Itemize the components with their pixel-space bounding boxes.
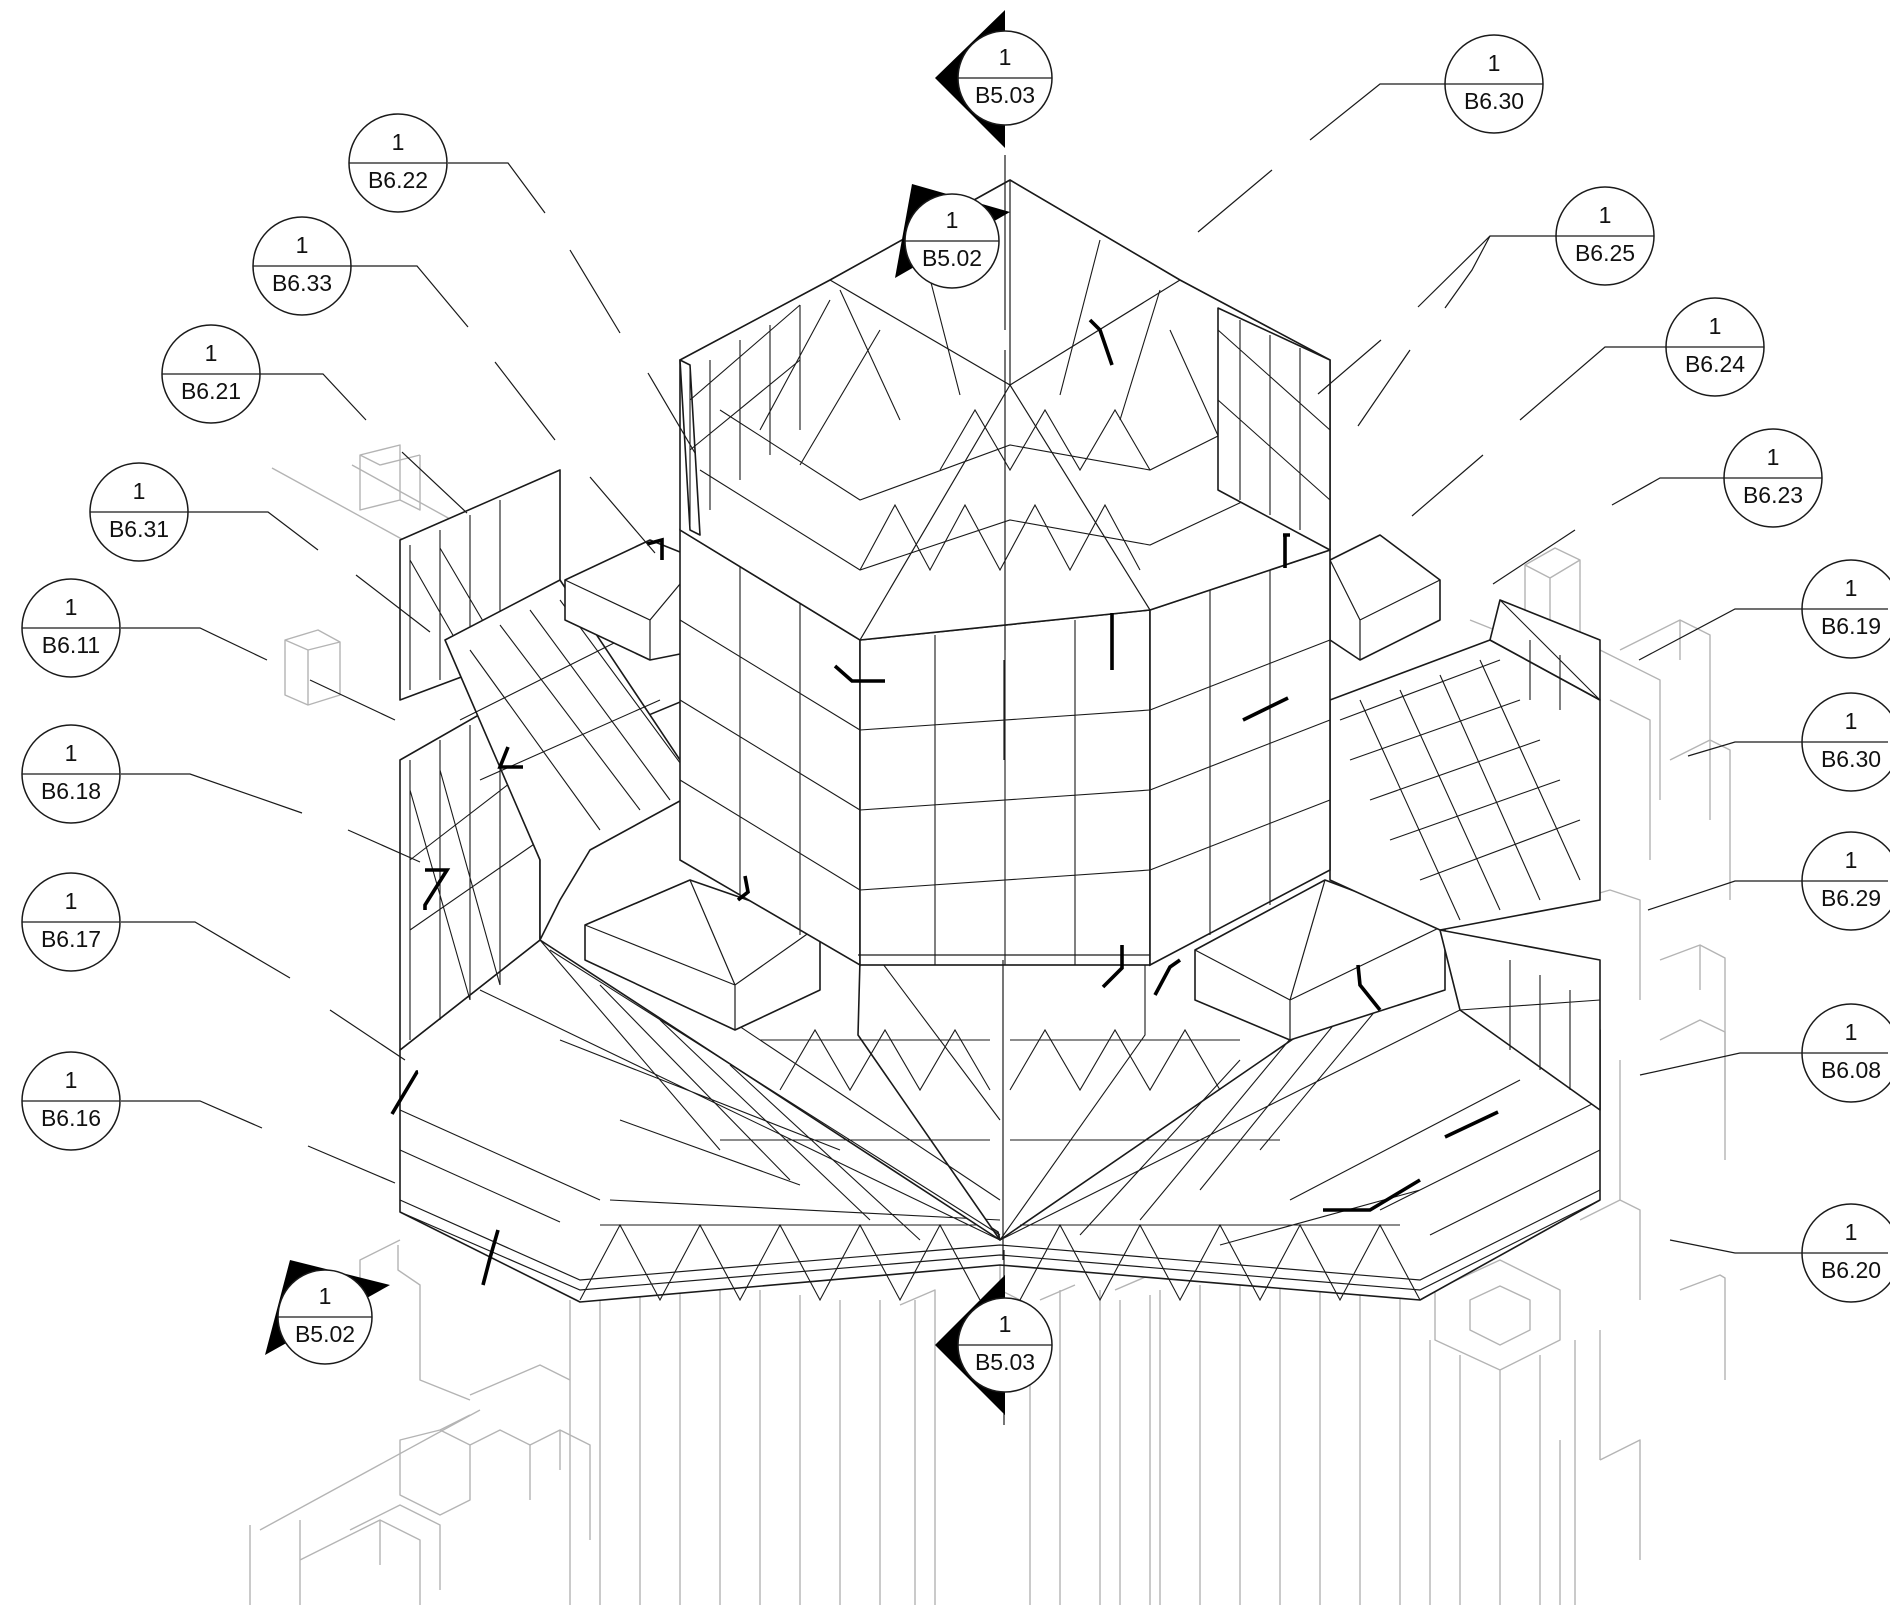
leader-lines xyxy=(121,83,1802,1254)
callout-sheet: B6.21 xyxy=(181,378,241,404)
callout-number: 1 xyxy=(1488,50,1501,76)
callout-number: 1 xyxy=(65,740,78,766)
front-left-pyramid-roof xyxy=(584,879,821,1031)
callout-number: 1 xyxy=(392,129,405,155)
callout-b6-22[interactable]: 1 B6.22 xyxy=(348,113,448,213)
callout-number: 1 xyxy=(65,1067,78,1093)
callout-number: 1 xyxy=(296,232,309,258)
callout-number: 1 xyxy=(1845,708,1858,734)
callout-sheet: B6.29 xyxy=(1821,885,1881,911)
section-b5-02-bottom[interactable]: 1 B5.02 xyxy=(265,1260,390,1365)
callout-b6-30-right[interactable]: 1 B6.30 xyxy=(1801,692,1890,792)
callout-sheet: B6.17 xyxy=(41,926,101,952)
right-lower-wing xyxy=(1329,599,1601,1111)
callout-b6-29[interactable]: 1 B6.29 xyxy=(1801,831,1890,931)
callout-sheet: B6.18 xyxy=(41,778,101,804)
callout-b6-11[interactable]: 1 B6.11 xyxy=(21,578,121,678)
back-right-pyramid-roof xyxy=(1329,534,1441,661)
left-lower-wing xyxy=(399,469,701,1051)
callout-number: 1 xyxy=(133,478,146,504)
callout-b6-30-top[interactable]: 1 B6.30 xyxy=(1444,34,1544,134)
callout-b6-17[interactable]: 1 B6.17 xyxy=(21,872,121,972)
callout-sheet: B6.23 xyxy=(1743,482,1803,508)
callout-b6-25[interactable]: 1 B6.25 xyxy=(1555,186,1655,286)
callout-number: 1 xyxy=(1845,847,1858,873)
callout-sheet: B6.16 xyxy=(41,1105,101,1131)
callout-sheet: B6.31 xyxy=(109,516,169,542)
section-sheet: B5.03 xyxy=(975,82,1035,108)
callout-number: 1 xyxy=(65,888,78,914)
section-sheet: B5.02 xyxy=(922,245,982,271)
callout-number: 1 xyxy=(205,340,218,366)
callout-number: 1 xyxy=(1709,313,1722,339)
callout-number: 1 xyxy=(1845,1219,1858,1245)
section-b5-03-top[interactable]: 1 B5.03 xyxy=(935,10,1053,148)
callout-number: 1 xyxy=(1845,575,1858,601)
callout-sheet: B6.20 xyxy=(1821,1257,1881,1283)
section-b5-02-top[interactable]: 1 B5.02 xyxy=(895,184,1010,289)
callout-sheet: B6.30 xyxy=(1821,746,1881,772)
section-number: 1 xyxy=(946,207,959,233)
callout-b6-20[interactable]: 1 B6.20 xyxy=(1801,1203,1890,1303)
detail-callouts: 1 B6.22 1 B6.33 1 B6.21 1 B6.31 1 B6.11 xyxy=(21,34,1890,1303)
callout-b6-24[interactable]: 1 B6.24 xyxy=(1665,297,1765,397)
callout-b6-19[interactable]: 1 B6.19 xyxy=(1801,559,1890,659)
callout-number: 1 xyxy=(1845,1019,1858,1045)
callout-sheet: B6.11 xyxy=(42,632,100,658)
section-axis-lines xyxy=(1002,155,1006,1425)
callout-sheet: B6.33 xyxy=(272,270,332,296)
section-sheet: B5.03 xyxy=(975,1349,1035,1375)
callout-sheet: B6.24 xyxy=(1685,351,1745,377)
callout-sheet: B6.19 xyxy=(1821,613,1881,639)
section-cut-marks xyxy=(390,318,1499,1286)
callout-sheet: B6.30 xyxy=(1464,88,1524,114)
callout-b6-21[interactable]: 1 B6.21 xyxy=(161,324,261,424)
callout-b6-33[interactable]: 1 B6.33 xyxy=(252,216,352,316)
callout-sheet: B6.22 xyxy=(368,167,428,193)
section-markers: 1 B5.03 1 B5.02 1 B5.02 1 B5.03 xyxy=(265,10,1053,1415)
section-number: 1 xyxy=(319,1283,332,1309)
callout-sheet: B6.25 xyxy=(1575,240,1635,266)
callout-b6-18[interactable]: 1 B6.18 xyxy=(21,724,121,824)
callout-number: 1 xyxy=(1599,202,1612,228)
front-right-pyramid-roof xyxy=(1194,879,1446,1041)
callout-b6-16[interactable]: 1 B6.16 xyxy=(21,1051,121,1151)
callout-number: 1 xyxy=(65,594,78,620)
section-number: 1 xyxy=(999,1311,1012,1337)
callout-b6-08[interactable]: 1 B6.08 xyxy=(1801,1003,1890,1103)
callout-sheet: B6.08 xyxy=(1821,1057,1881,1083)
callout-number: 1 xyxy=(1767,444,1780,470)
callout-b6-31[interactable]: 1 B6.31 xyxy=(89,462,189,562)
section-sheet: B5.02 xyxy=(295,1321,355,1347)
section-b5-03-bottom[interactable]: 1 B5.03 xyxy=(935,1275,1053,1415)
central-tower xyxy=(679,528,1331,967)
section-number: 1 xyxy=(999,44,1012,70)
callout-b6-23[interactable]: 1 B6.23 xyxy=(1723,428,1823,528)
